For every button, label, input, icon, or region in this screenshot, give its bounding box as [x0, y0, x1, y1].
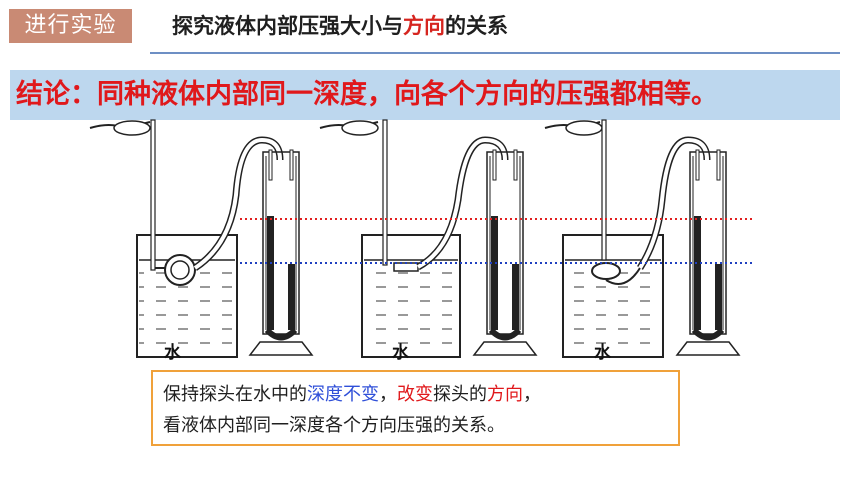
setup-3 [544, 119, 741, 358]
conclusion-text: 结论：同种液体内部同一深度，向各个方向的压强都相等。 [16, 79, 718, 110]
manometer-3 [675, 149, 741, 356]
conclusion-banner: 结论：同种液体内部同一深度，向各个方向的压强都相等。 [10, 70, 840, 120]
setup-2 [319, 119, 538, 358]
beaker-1 [136, 234, 238, 358]
manometer-2 [472, 149, 538, 356]
beaker-2 [361, 234, 461, 358]
title-divider [150, 52, 840, 54]
instruction-box: 保持探头在水中的深度不变，改变探头的方向， 看液体内部同一深度各个方向压强的关系… [151, 370, 680, 446]
tube-3 [637, 136, 711, 270]
water-label-1: 水 [164, 343, 181, 363]
tube-2 [416, 136, 509, 271]
instruction-line-2: 看液体内部同一深度各个方向压强的关系。 [163, 415, 505, 436]
section-tag: 进行实验 [9, 9, 132, 43]
manometer-1 [248, 149, 314, 356]
setup-1 [89, 119, 314, 358]
page-title: 探究液体内部压强大小与方向的关系 [172, 14, 508, 38]
probe-3 [544, 119, 641, 285]
instruction-line-1: 保持探头在水中的深度不变，改变探头的方向， [163, 384, 541, 405]
water-label-2: 水 [392, 343, 409, 363]
probe-2 [319, 119, 419, 272]
tube-1 [193, 136, 284, 271]
probe-1 [89, 119, 196, 286]
water-label-3: 水 [594, 343, 611, 363]
